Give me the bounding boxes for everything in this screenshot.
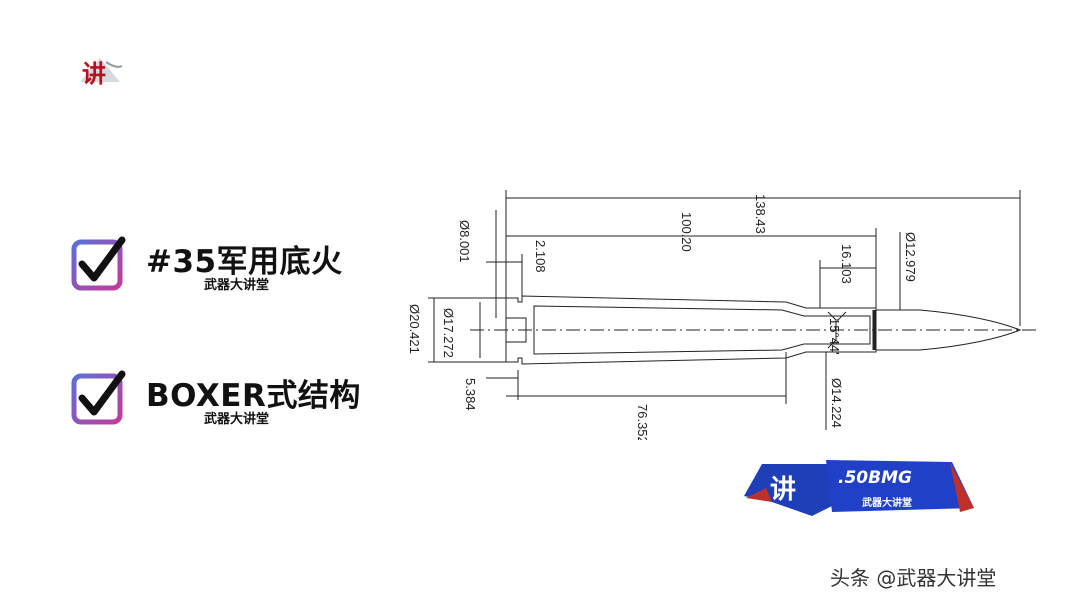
feature-subtitle: 武器大讲堂	[204, 412, 270, 427]
logo-glyph: 讲	[82, 59, 106, 88]
badge-subtitle: 武器大讲堂	[862, 498, 912, 509]
dim-extractor-groove: 5.384	[463, 378, 478, 411]
dim-rim-diameter: Ø20.421	[407, 304, 422, 354]
primer-pocket	[505, 317, 527, 343]
dim-rim-thickness: 2.108	[533, 240, 548, 273]
dim-shoulder-to-mouth: 16.103	[839, 244, 854, 284]
dim-body-length: 76.352	[635, 404, 650, 440]
dim-overall-length: 138.43	[753, 194, 768, 234]
case-inner-wall	[533, 305, 871, 355]
badge-glyph: 讲	[770, 475, 796, 505]
dim-neck-diameter: Ø12.979	[903, 232, 918, 282]
checkbox-checked-icon	[71, 370, 126, 425]
dim-shoulder-angle: 15°44'	[827, 318, 842, 355]
checkbox-checked-icon	[71, 236, 126, 291]
bullet-outline	[875, 309, 1022, 351]
dim-case-length: 100.20	[679, 212, 694, 252]
cartridge-case-outline	[505, 295, 877, 365]
feature-title: BOXER式结构	[146, 378, 361, 414]
cartridge-technical-drawing: 138.43 100.20 16.103 Ø12.979 Ø8.001 2.10…	[407, 190, 1036, 440]
dim-flash-hole-diameter: Ø8.001	[457, 220, 472, 263]
dim-shoulder-diameter: Ø14.224	[829, 378, 844, 428]
feature-boxer: BOXER式结构 武器大讲堂	[70, 370, 400, 430]
watermark: 头条 @武器大讲堂	[830, 566, 997, 590]
dim-base-diameter: Ø17.272	[441, 308, 456, 358]
caliber-badge: 讲	[744, 460, 974, 516]
brand-logo: 讲	[80, 58, 123, 88]
feature-primer: #35军用底火 武器大讲堂	[70, 236, 400, 296]
feature-title: #35军用底火	[146, 244, 343, 280]
badge-title: .50BMG	[838, 468, 912, 488]
feature-subtitle: 武器大讲堂	[204, 278, 270, 293]
